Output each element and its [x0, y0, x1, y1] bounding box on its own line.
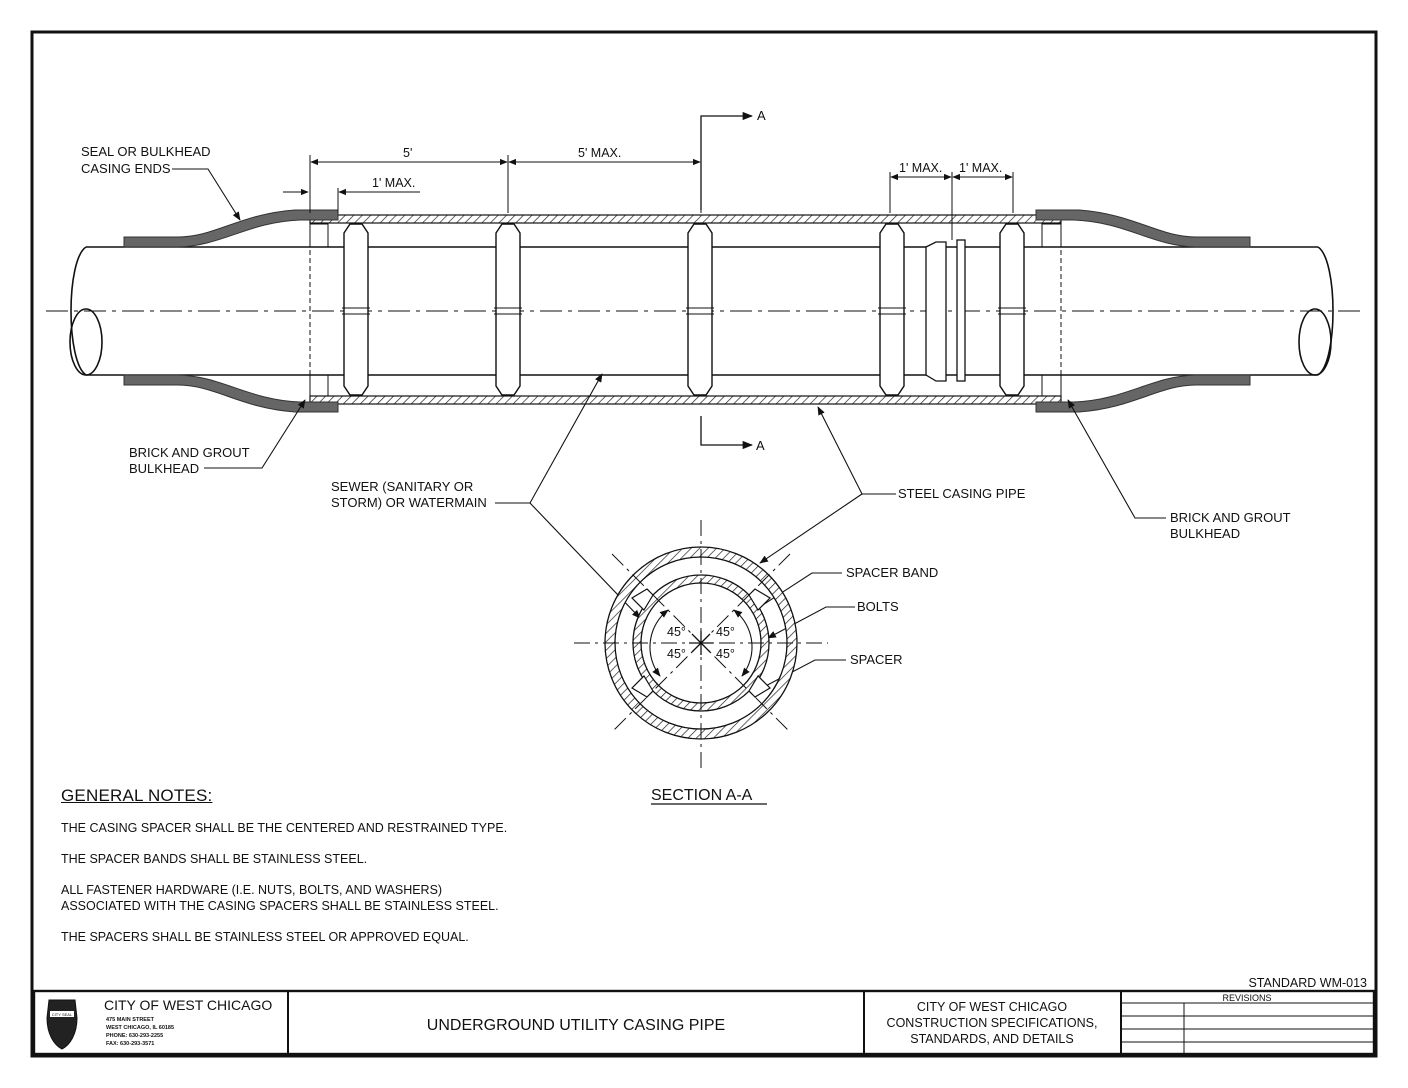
- pipe-joint: [925, 239, 966, 382]
- callout-sewer-2: STORM) OR WATERMAIN: [331, 495, 487, 510]
- plan-view: A A 5' 5' MAX. 1' MAX. 1' MAX. 1' MAX.: [46, 108, 1360, 691]
- drawing-title: UNDERGROUND UTILITY CASING PIPE: [427, 1017, 725, 1034]
- standard-number: STANDARD WM-013: [1248, 976, 1367, 990]
- section-marker-bottom: A: [756, 438, 765, 453]
- general-notes: GENERAL NOTES: THE CASING SPACER SHALL B…: [61, 786, 681, 960]
- city-name: CITY OF WEST CHICAGO: [104, 997, 272, 1013]
- dim-1ft-max-left: 1' MAX.: [372, 176, 415, 190]
- note-1: THE CASING SPACER SHALL BE THE CENTERED …: [61, 821, 508, 835]
- callout-bulkhead-right-1: BRICK AND GROUT: [1170, 510, 1291, 525]
- callout-spacer-band: SPACER BAND: [846, 565, 938, 580]
- address-line-4: FAX: 630-293-3571: [106, 1041, 154, 1047]
- callout-bulkhead-right-2: BULKHEAD: [1170, 526, 1240, 541]
- section-view: 45° 45° 45° 45° SECTION A-A: [574, 520, 828, 805]
- general-notes-header: GENERAL NOTES:: [61, 786, 213, 805]
- callout-seal-1: SEAL OR BULKHEAD: [81, 144, 211, 159]
- dim-1ft-max-right-b: 1' MAX.: [959, 161, 1002, 175]
- note-3: ALL FASTENER HARDWARE (I.E. NUTS, BOLTS,…: [61, 883, 499, 913]
- angle-45-ll: 45°: [667, 647, 686, 661]
- callout-bulkhead-left-1: BRICK AND GROUT: [129, 445, 250, 460]
- section-title: SECTION A-A: [651, 787, 753, 804]
- angle-45-ur: 45°: [716, 625, 735, 639]
- dim-1ft-max-right-a: 1' MAX.: [899, 161, 942, 175]
- revisions-table: [1121, 1002, 1374, 1054]
- bulkheads: [309, 223, 1062, 397]
- steel-casing: [309, 210, 1062, 410]
- angle-45-lr: 45°: [716, 647, 735, 661]
- city-seal-text: CITY SEAL: [52, 1012, 73, 1017]
- section-marker-top: A: [757, 108, 766, 123]
- callout-bulkhead-left-2: BULKHEAD: [129, 461, 199, 476]
- callout-steel-casing: STEEL CASING PIPE: [898, 486, 1026, 501]
- city-seal: CITY SEAL: [46, 999, 78, 1050]
- callout-spacer: SPACER: [850, 652, 903, 667]
- spec-line-1: CITY OF WEST CHICAGO: [917, 1000, 1068, 1014]
- sheet-border: [30, 30, 1378, 1058]
- address-line-3: PHONE: 630-293-2255: [106, 1033, 163, 1039]
- revisions-label: REVISIONS: [1222, 993, 1271, 1003]
- note-4: THE SPACERS SHALL BE STAINLESS STEEL OR …: [61, 930, 469, 944]
- title-block: STANDARD WM-013 CITY SEAL CITY OF WEST C…: [32, 976, 1376, 1056]
- seals: [123, 209, 1251, 413]
- address-line-1: 475 MAIN STREET: [106, 1017, 155, 1023]
- dim-5ft: 5': [403, 146, 412, 160]
- note-2: THE SPACER BANDS SHALL BE STAINLESS STEE…: [61, 852, 368, 866]
- address-line-2: WEST CHICAGO, IL 60185: [106, 1025, 174, 1031]
- dimensions: [283, 155, 1014, 240]
- callout-bolts: BOLTS: [857, 599, 899, 614]
- angle-45-ul: 45°: [667, 625, 686, 639]
- spec-line-2: CONSTRUCTION SPECIFICATIONS,: [887, 1016, 1098, 1030]
- dim-5ft-max: 5' MAX.: [578, 146, 621, 160]
- spec-line-3: STANDARDS, AND DETAILS: [910, 1032, 1073, 1046]
- spacers: [343, 223, 1025, 396]
- callout-sewer-1: SEWER (SANITARY OR: [331, 479, 473, 494]
- callout-seal-2: CASING ENDS: [81, 161, 171, 176]
- spacer-bolts: [342, 307, 1026, 315]
